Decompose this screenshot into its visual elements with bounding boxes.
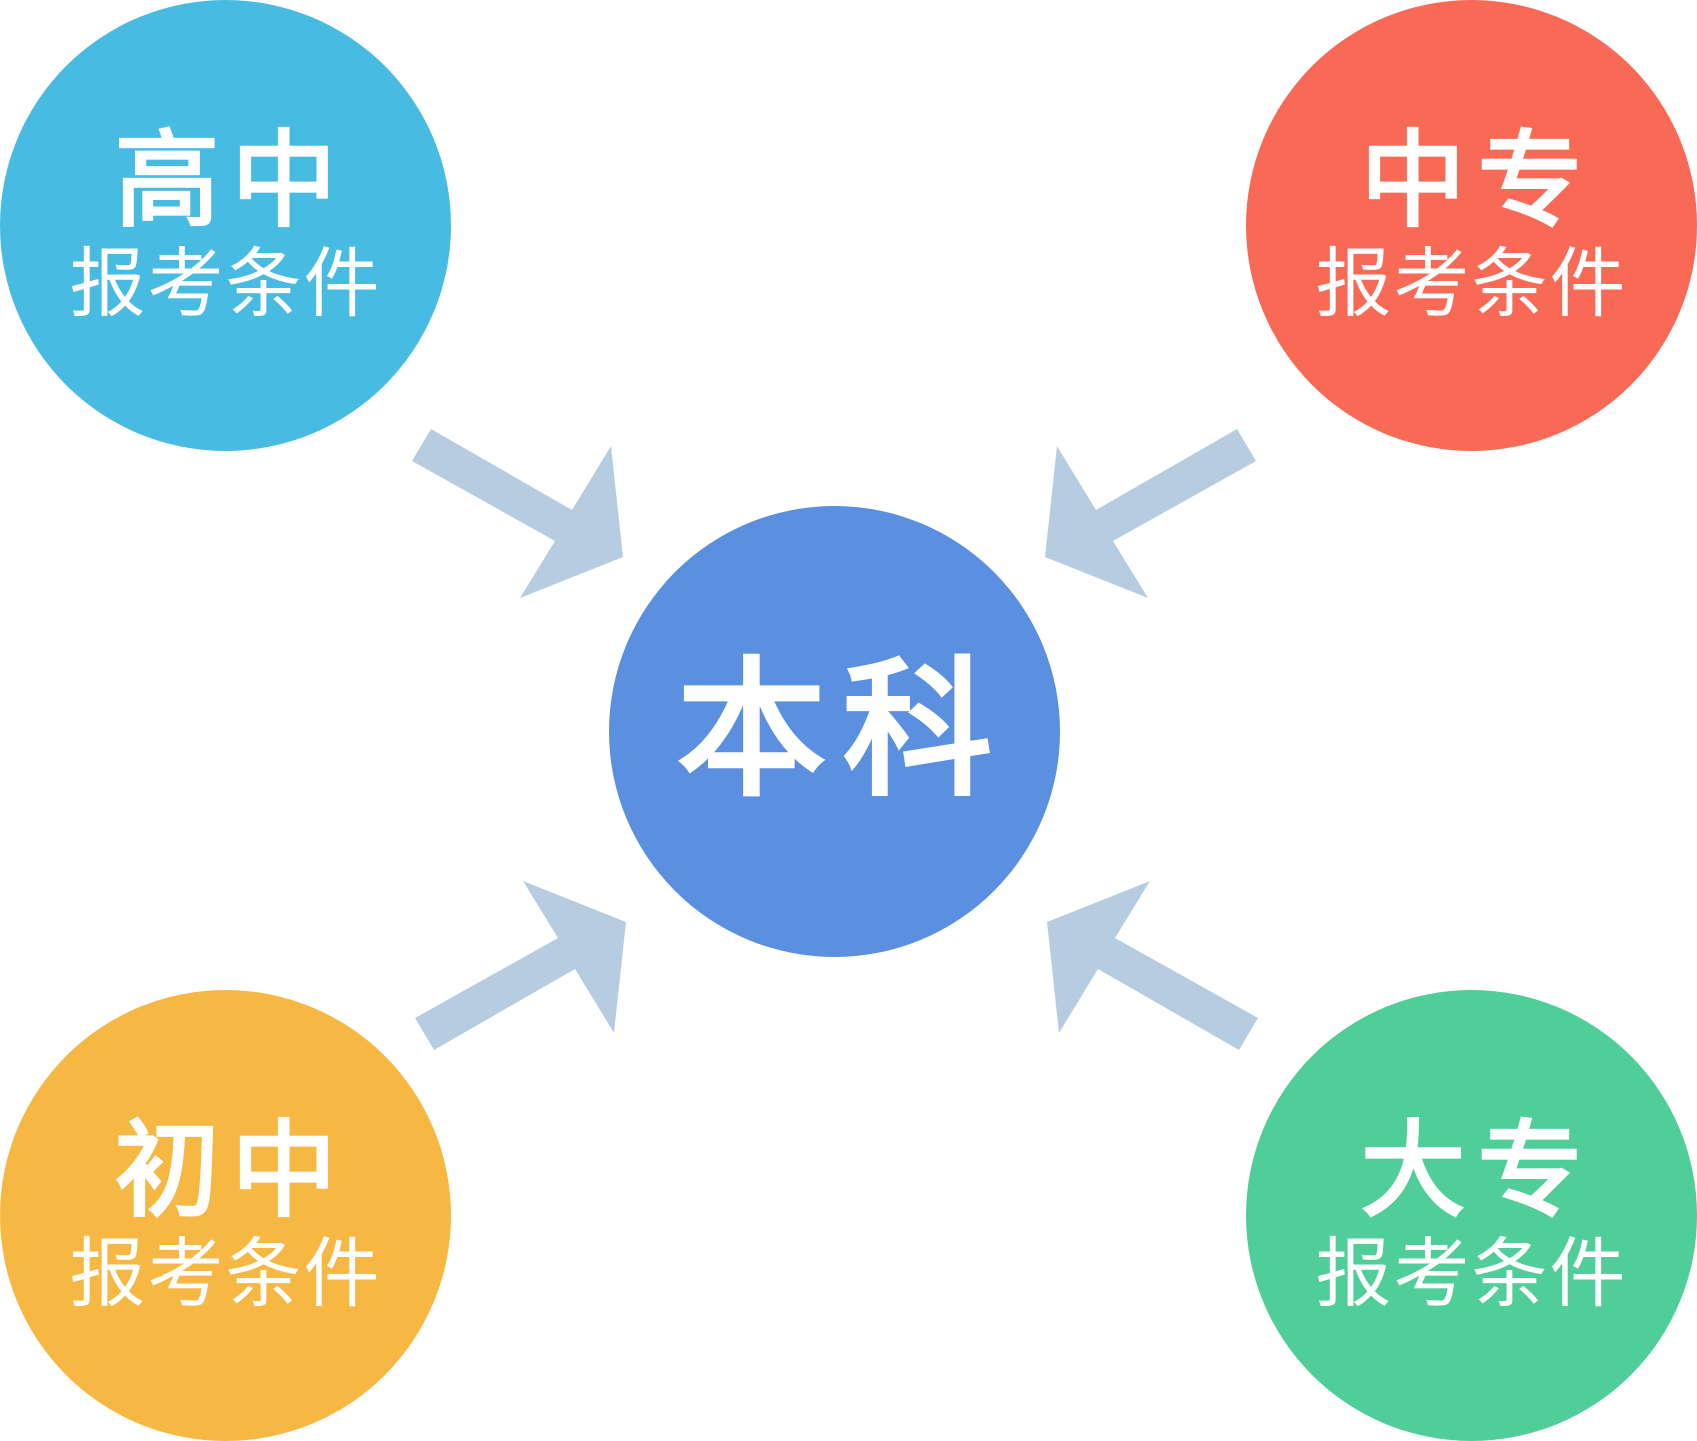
- node-dazhuan-subtitle: 报考条件: [1315, 1228, 1628, 1318]
- node-chuzhong-title: 初中: [114, 1109, 349, 1232]
- node-benke: 本科: [609, 506, 1060, 957]
- node-zhongzhuan-subtitle: 报考条件: [1315, 238, 1628, 328]
- node-benke-title: 本科: [676, 643, 1009, 818]
- node-dazhuan-title: 大专: [1360, 1109, 1595, 1232]
- arrow-from-gaozhong: [412, 429, 623, 598]
- node-zhongzhuan-title: 中专: [1360, 119, 1595, 242]
- node-gaozhong: 高中 报考条件: [0, 0, 451, 451]
- node-zhongzhuan: 中专 报考条件: [1246, 0, 1697, 451]
- node-dazhuan: 大专 报考条件: [1246, 990, 1697, 1441]
- node-gaozhong-title: 高中: [114, 119, 349, 242]
- node-gaozhong-subtitle: 报考条件: [69, 238, 382, 328]
- arrow-from-chuzhong: [415, 881, 626, 1050]
- node-chuzhong-subtitle: 报考条件: [69, 1228, 382, 1318]
- arrow-from-dazhuan: [1047, 881, 1258, 1050]
- node-chuzhong: 初中 报考条件: [0, 990, 451, 1441]
- arrow-from-zhongzhuan: [1045, 429, 1256, 598]
